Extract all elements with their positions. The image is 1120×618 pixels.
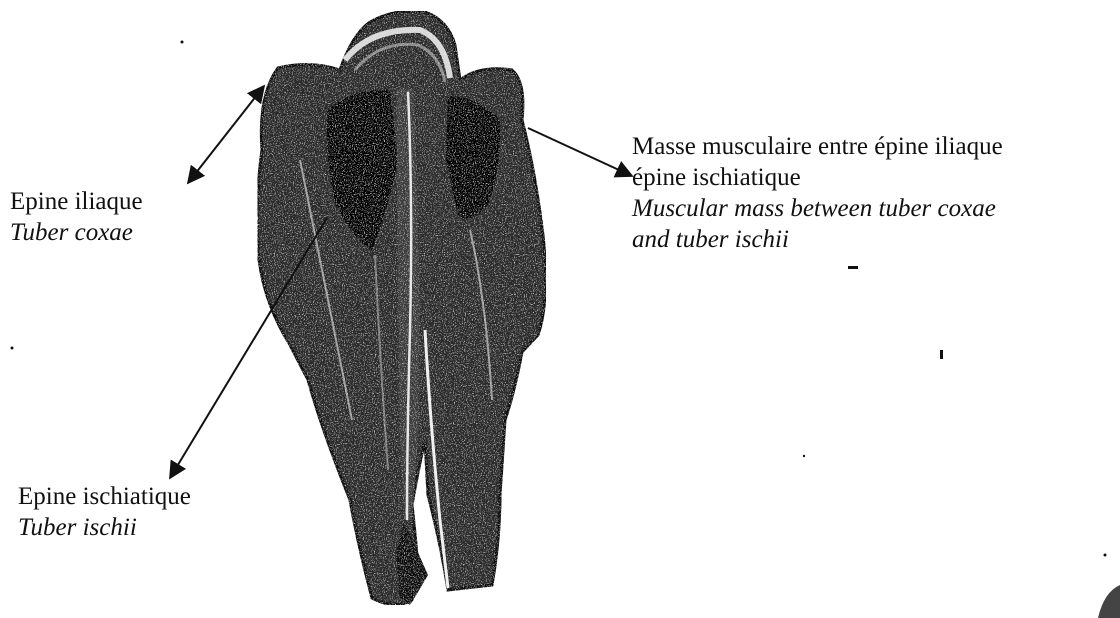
- label-tuber-ischii: Epine ischiatique Tuber ischii: [18, 481, 191, 543]
- label-tuber-coxae: Epine iliaque Tuber coxae: [10, 186, 143, 248]
- label-tuber-coxae-french: Epine iliaque: [10, 186, 143, 217]
- scan-specks: [11, 41, 1107, 557]
- label-muscular-mass-french-1: Masse musculaire entre épine iliaque: [632, 131, 1003, 162]
- corner-mark: [1098, 585, 1120, 618]
- label-muscular-mass-french-2: épine ischiatique: [632, 162, 1003, 193]
- label-muscular-mass-english-2: and tuber ischii: [632, 224, 1003, 255]
- label-muscular-mass: Masse musculaire entre épine iliaque épi…: [632, 131, 1003, 255]
- label-muscular-mass-english-1: Muscular mass between tuber coxae: [632, 193, 1003, 224]
- arrow-muscular-mass: [528, 128, 632, 176]
- arrow-tuber-coxae: [188, 86, 264, 183]
- hindquarter-illustration: [258, 11, 546, 605]
- label-tuber-ischii-english: Tuber ischii: [18, 512, 191, 543]
- label-tuber-coxae-english: Tuber coxae: [10, 217, 143, 248]
- label-tuber-ischii-french: Epine ischiatique: [18, 481, 191, 512]
